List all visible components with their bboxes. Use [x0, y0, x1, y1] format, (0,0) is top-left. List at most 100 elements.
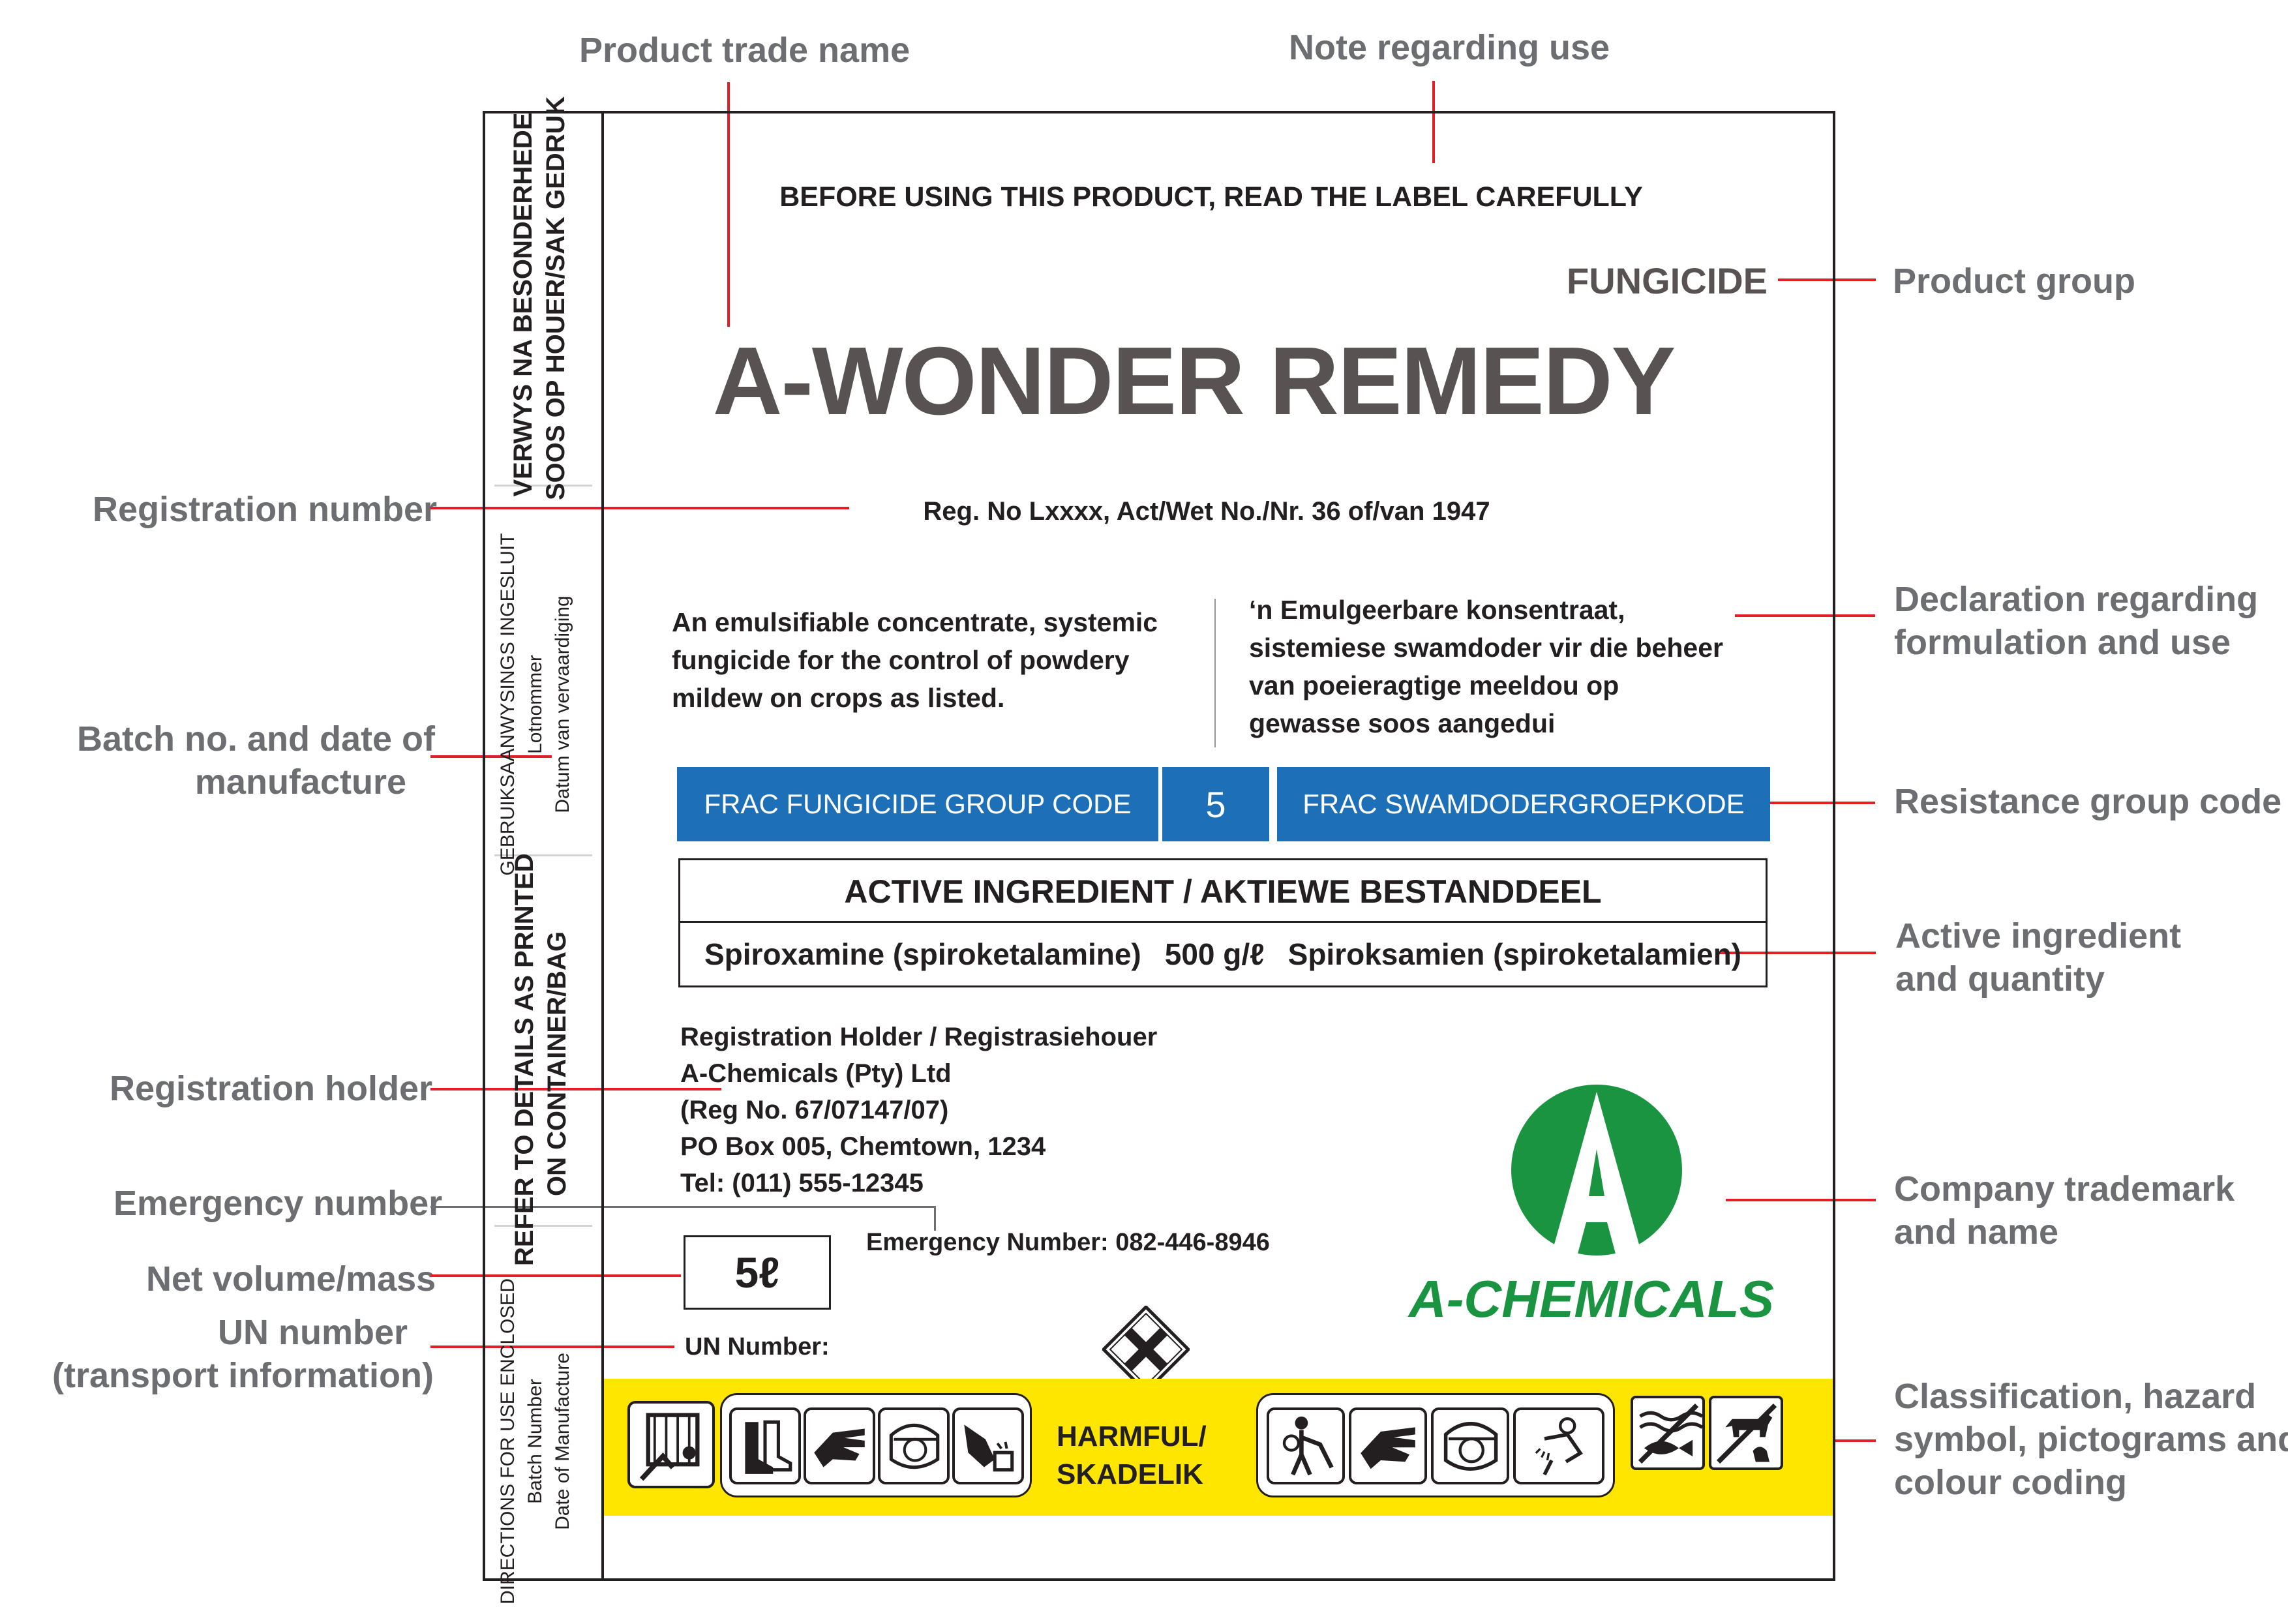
boots-icon [729, 1407, 801, 1484]
registration-holder-line-4: PO Box 005, Chemtown, 1234 [680, 1132, 1046, 1161]
callout-classification: Classification, hazard symbol, pictogram… [1894, 1375, 2288, 1504]
leader-emergency-number-drop [934, 1206, 936, 1231]
leader-resistance [1764, 802, 1875, 804]
hazard-word-line-2: SKADELIK [1057, 1458, 1203, 1490]
strip-divider [494, 854, 592, 856]
company-name: A-CHEMICALS [1409, 1270, 1774, 1328]
face-shield-icon [878, 1407, 950, 1484]
registration-holder-line-3: (Reg No. 67/07147/07) [680, 1096, 949, 1124]
strip-text-lower-mid-line-1: REFER TO DETAILS AS PRINTED [510, 853, 539, 1266]
leader-product-trade-name [727, 82, 730, 327]
declaration-divider [1214, 599, 1216, 747]
callout-un-number-line-2: (transport information) [52, 1356, 434, 1395]
hazard-word: HARMFUL/ SKADELIK [1057, 1418, 1252, 1494]
product-name: A-WONDER REMEDY [712, 327, 1676, 435]
callout-registration-number: Registration number [93, 490, 438, 529]
livestock-hazard-icon [1709, 1396, 1783, 1470]
callout-batch-line-1: Batch no. and date of [77, 719, 436, 759]
side-strip [483, 111, 604, 1581]
callout-classification-line-1: Classification, hazard [1894, 1377, 2257, 1416]
leader-active-ingredient [1718, 952, 1876, 954]
strip-text-bottom: DIRECTIONS FOR USE ENCLOSED Batch Number… [494, 1259, 586, 1624]
callout-active-ingredient-line-1: Active ingredient [1895, 916, 2182, 955]
callout-un-number: UN number (transport information) [52, 1311, 434, 1397]
callout-batch: Batch no. and date of manufacture [77, 717, 436, 804]
callout-declaration-line-2: formulation and use [1894, 623, 2231, 662]
leader-emergency-number [430, 1206, 936, 1208]
strip-text-bottom-line-3: Date of Manufacture [552, 1353, 573, 1530]
leader-batch [430, 755, 552, 758]
declaration-afrikaans-line-2: sistemiese swamdoder vir die beheer [1249, 633, 1723, 663]
registration-holder: Registration Holder / Registrasiehouer A… [680, 1019, 1267, 1201]
strip-text-top: VERWYS NA BESONDERHEDE SOOS OP HOUER/SAK… [507, 96, 579, 500]
callout-active-ingredient-line-2: and quantity [1895, 959, 2105, 999]
strip-text-bottom-line-1: DIRECTIONS FOR USE ENCLOSED [497, 1278, 519, 1605]
strip-text-upper-mid-line-1: GEBRUIKSAANWYSINGS INGESLUIT [497, 533, 519, 876]
store-locked-icon [627, 1401, 715, 1488]
face-shield-icon [1431, 1407, 1509, 1484]
callout-un-number-line-1: UN number [217, 1313, 408, 1352]
gloves-icon [804, 1407, 875, 1484]
net-volume-box: 5ℓ [684, 1235, 831, 1310]
leader-product-group [1778, 278, 1876, 281]
declaration-afrikaans-line-4: gewasse soos aangedui [1249, 708, 1556, 738]
frac-label-english: FRAC FUNGICIDE GROUP CODE [677, 767, 1158, 841]
strip-divider [494, 1225, 592, 1227]
leader-net-volume [430, 1274, 681, 1277]
strip-text-lower-mid-line-2: ON CONTAINER/BAG [543, 931, 571, 1196]
callout-declaration: Declaration regarding formulation and us… [1894, 578, 2258, 664]
product-group: FUNGICIDE [1567, 260, 1768, 301]
registration-number: Reg. No Lxxxx, Act/Wet No./Nr. 36 of/van… [923, 497, 1490, 526]
leader-un-number [430, 1346, 674, 1348]
wash-icon [1513, 1407, 1604, 1484]
callout-company-trademark: Company trademark and name [1894, 1167, 2235, 1254]
declaration-afrikaans-line-1: ‘n Emulgeerbare konsentraat, [1249, 595, 1625, 625]
leader-note-regarding-use [1432, 81, 1435, 163]
company-logo [1511, 1084, 1683, 1256]
strip-text-upper-mid-line-3: Datum van vervaardiging [552, 595, 573, 813]
strip-text-upper-mid: GEBRUIKSAANWYSINGS INGESLUIT Lotnommer D… [494, 522, 586, 887]
frac-label-afrikaans: FRAC SWAMDODERGROEPKODE [1277, 767, 1770, 841]
active-ingredient-row: Spiroxamine (spiroketalamine) 500 g/ℓ Sp… [680, 923, 1766, 985]
gloves-icon [1349, 1407, 1427, 1484]
declaration-english: An emulsifiable concentrate, systemic fu… [672, 603, 1207, 717]
registration-holder-line-2: A-Chemicals (Pty) Ltd [680, 1059, 952, 1088]
strip-text-lower-mid: REFER TO DETAILS AS PRINTED ON CONTAINER… [508, 853, 580, 1266]
frac-code: 5 [1162, 767, 1269, 841]
un-number: UN Number: [685, 1333, 830, 1361]
declaration-english-line-2: fungicide for the control of powdery [672, 645, 1130, 675]
callout-emergency-number: Emergency number [113, 1184, 443, 1223]
callout-batch-line-2: manufacture [194, 762, 406, 802]
spray-operator-icon [1267, 1407, 1345, 1484]
leader-declaration [1735, 614, 1875, 617]
strip-divider [494, 485, 592, 487]
callout-classification-line-3: colour coding [1894, 1463, 2127, 1502]
hazard-word-line-1: HARMFUL/ [1057, 1421, 1207, 1452]
strip-text-bottom-line-2: Batch Number [524, 1379, 546, 1504]
declaration-english-line-1: An emulsifiable concentrate, systemic [672, 607, 1158, 637]
active-ingredient-english: Spiroxamine (spiroketalamine) [704, 937, 1141, 971]
callout-company-trademark-line-2: and name [1894, 1212, 2059, 1252]
read-label-note: BEFORE USING THIS PRODUCT, READ THE LABE… [779, 181, 1643, 213]
label-frame [483, 111, 1835, 1581]
callout-declaration-line-1: Declaration regarding [1894, 580, 2259, 619]
leader-registration-number [430, 507, 849, 509]
callout-note-regarding-use: Note regarding use [1289, 28, 1610, 67]
active-ingredient-header: ACTIVE INGREDIENT / AKTIEWE BESTANDDEEL [680, 860, 1766, 923]
registration-holder-line-1: Registration Holder / Registrasiehouer [680, 1023, 1158, 1051]
company-logo-icon [1511, 1085, 1682, 1256]
registration-holder-line-5: Tel: (011) 555-12345 [680, 1169, 924, 1197]
declaration-afrikaans-line-3: van poeieragtige meeldou op [1249, 670, 1619, 700]
active-ingredient-table: ACTIVE INGREDIENT / AKTIEWE BESTANDDEEL … [678, 858, 1768, 987]
declaration-afrikaans: ‘n Emulgeerbare konsentraat, sistemiese … [1249, 591, 1784, 742]
emergency-number: Emergency Number: 082-446-8946 [866, 1229, 1270, 1256]
strip-text-upper-mid-line-2: Lotnommer [524, 655, 546, 754]
callout-resistance: Resistance group code [1894, 782, 2282, 821]
callout-company-trademark-line-1: Company trademark [1894, 1169, 2235, 1209]
strip-text-top-line-1: VERWYS NA BESONDERHEDE [509, 112, 537, 497]
fish-hazard-icon [1631, 1396, 1705, 1470]
strip-text-top-line-2: SOOS OP HOUER/SAK GEDRUK [541, 96, 570, 500]
active-ingredient-afrikaans: Spiroksamien (spiroketalamien) [1287, 937, 1742, 971]
declaration-english-line-3: mildew on crops as listed. [672, 683, 1005, 713]
callout-classification-line-2: symbol, pictograms and [1894, 1420, 2288, 1459]
